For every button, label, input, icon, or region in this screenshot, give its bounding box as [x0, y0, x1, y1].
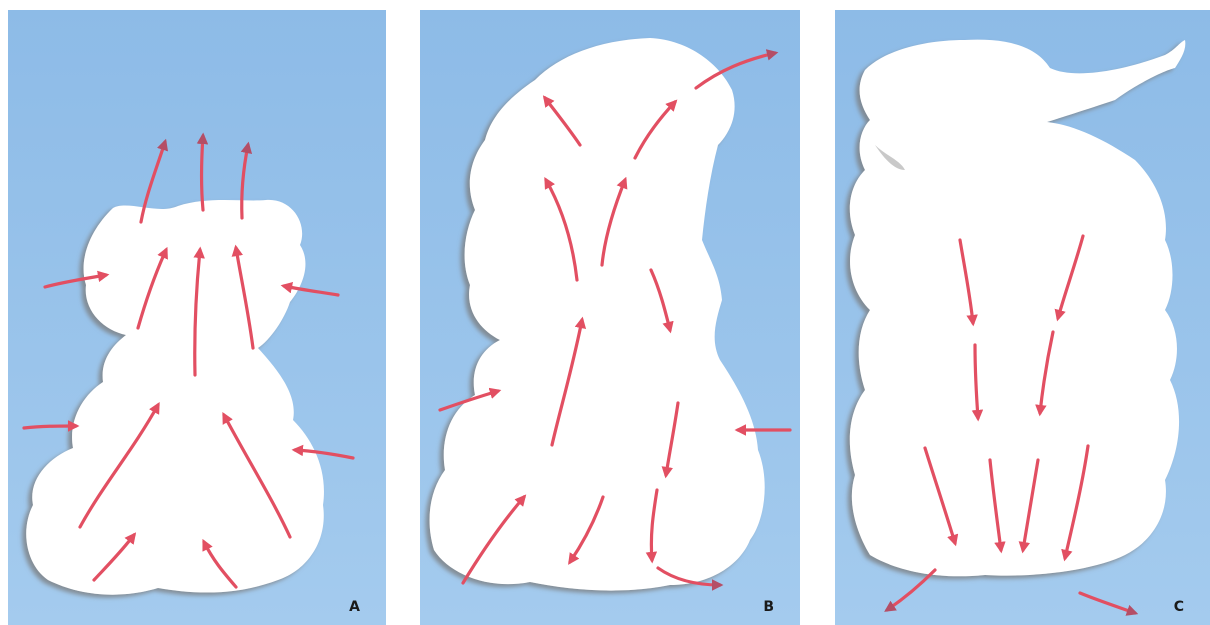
- panel-b-diagram: [420, 10, 800, 625]
- panel-a-diagram: [8, 10, 386, 625]
- panel-label-a: A: [349, 599, 360, 615]
- panel-a-cumulus-stage: A: [8, 10, 386, 625]
- panel-c-dissipating-stage: C: [835, 10, 1210, 625]
- panel-b-mature-stage: B: [420, 10, 800, 625]
- panel-label-c: C: [1174, 599, 1184, 615]
- updraft-arrow-icon: [202, 136, 204, 210]
- panel-c-diagram: [835, 10, 1210, 625]
- panel-label-b: B: [763, 599, 774, 615]
